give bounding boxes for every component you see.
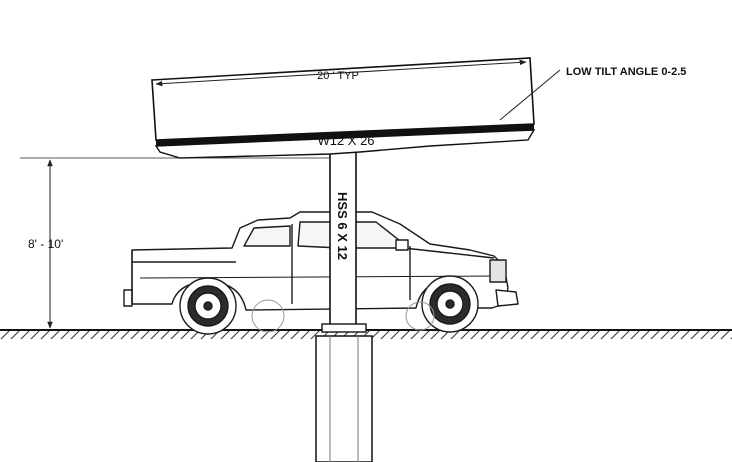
tilt-leader [499,69,561,121]
steel-column [321,149,367,333]
span-dimension [155,59,527,87]
beam-label: W12 X 26 [317,133,374,148]
concrete-footing [315,335,373,462]
span-label: 20 ' TYP [317,70,359,82]
pickup-truck [123,211,519,335]
w-beam [154,129,536,159]
column-label: HSS 6 X 12 [335,192,350,260]
height-dimension [20,157,330,329]
tilt-label: LOW TILT ANGLE 0-2.5 [566,66,686,78]
height-label: 8' - 10' [28,237,63,251]
